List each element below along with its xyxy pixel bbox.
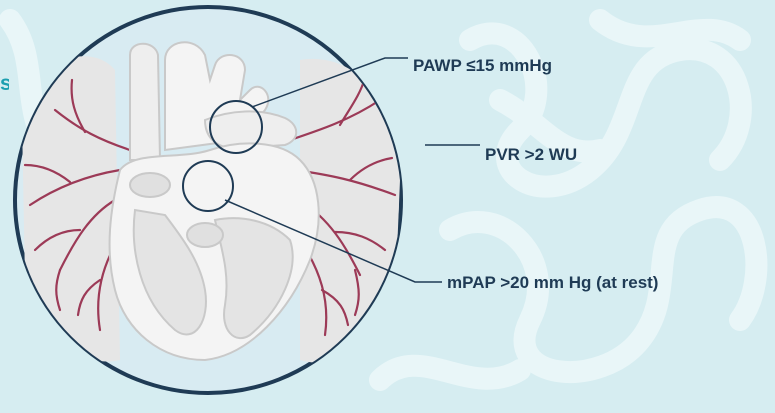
heart-valve-upper: [130, 173, 170, 197]
superior-vena-cava: [130, 44, 160, 160]
heart-valve-lower: [187, 223, 223, 247]
pvr-label: PVR >2 WU: [485, 145, 577, 165]
pawp-label: PAWP ≤15 mmHg: [413, 56, 552, 76]
mpap-label: mPAP >20 mm Hg (at rest): [447, 273, 658, 293]
